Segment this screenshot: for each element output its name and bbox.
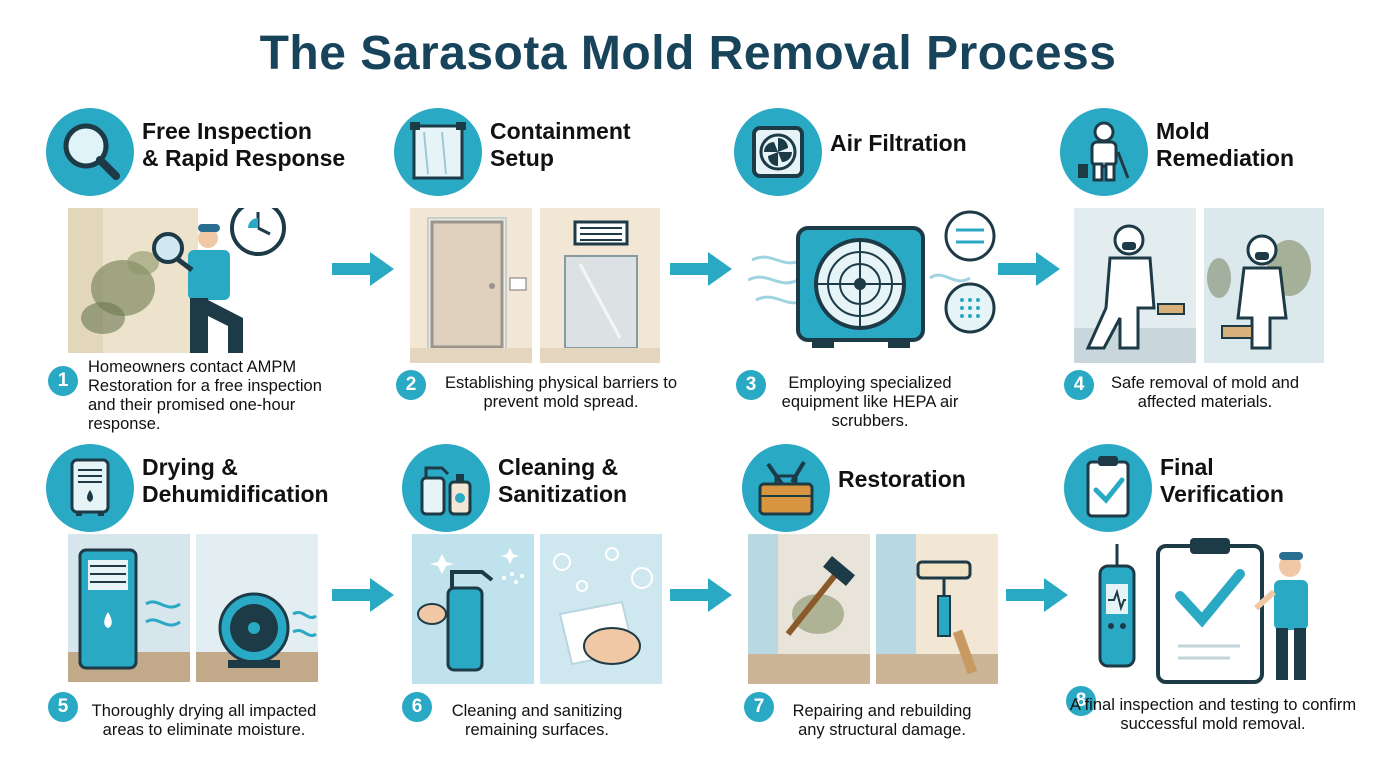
step-number-badge: 4 [1064,370,1094,400]
step-title: Mold Remediation [1156,118,1376,172]
step-description: Employing specialized equipment like HEP… [770,374,970,431]
step-8: Final Verification 8 A final inspection … [1064,444,1376,774]
step-5: Drying & Dehumidification 5 Thoroughly d… [46,444,366,774]
step-title: Containment Setup [490,118,720,172]
step-number-badge: 5 [48,692,78,722]
step-number-badge: 7 [744,692,774,722]
step-title: Free Inspection & Rapid Response [142,118,372,172]
arrow-right-icon [1006,578,1068,612]
clipboard-check-icon [1064,444,1152,532]
magnifier-icon [46,108,134,196]
step-1: Free Inspection & Rapid Response 1 Homeo… [46,108,366,438]
step-title: Restoration [838,466,1068,493]
cleaning-illustration [412,534,662,689]
step-description: Cleaning and sanitizing remaining surfac… [442,702,632,740]
remediation-illustration [1074,208,1324,363]
fan-icon [734,108,822,196]
arrow-right-icon [332,252,394,286]
arrow-right-icon [670,578,732,612]
step-number-badge: 3 [736,370,766,400]
step-number-badge: 6 [402,692,432,722]
step-description: Thoroughly drying all impacted areas to … [84,702,324,740]
restoration-illustration [748,534,998,689]
spray-bottle-icon [402,444,490,532]
step-description: Safe removal of mold and affected materi… [1100,374,1310,412]
step-description: A final inspection and testing to confir… [1068,696,1358,734]
hazmat-worker-icon [1060,108,1148,196]
step-title: Final Verification [1160,454,1376,508]
step-number-badge: 1 [48,366,78,396]
step-title: Cleaning & Sanitization [498,454,728,508]
inspection-illustration [68,208,318,363]
drying-illustration [68,534,318,689]
step-description: Repairing and rebuilding any structural … [782,702,982,740]
air-scrubber-illustration [748,208,998,363]
arrow-right-icon [998,252,1060,286]
dehumidifier-icon [46,444,134,532]
step-title: Air Filtration [830,130,1060,157]
arrow-right-icon [670,252,732,286]
verification-illustration [1090,536,1340,691]
plastic-sheet-icon [394,108,482,196]
step-4: Mold Remediation 4 Safe removal of mold … [1060,108,1376,438]
toolbox-icon [742,444,830,532]
step-number-badge: 2 [396,370,426,400]
arrow-right-icon [332,578,394,612]
step-2: Containment Setup 2 Establishing physica… [394,108,714,438]
page-title: The Sarasota Mold Removal Process [0,26,1376,81]
step-description: Establishing physical barriers to preven… [436,374,686,412]
step-description: Homeowners contact AMPM Restoration for … [88,358,328,434]
containment-illustration [410,208,660,363]
step-title: Drying & Dehumidification [142,454,372,508]
